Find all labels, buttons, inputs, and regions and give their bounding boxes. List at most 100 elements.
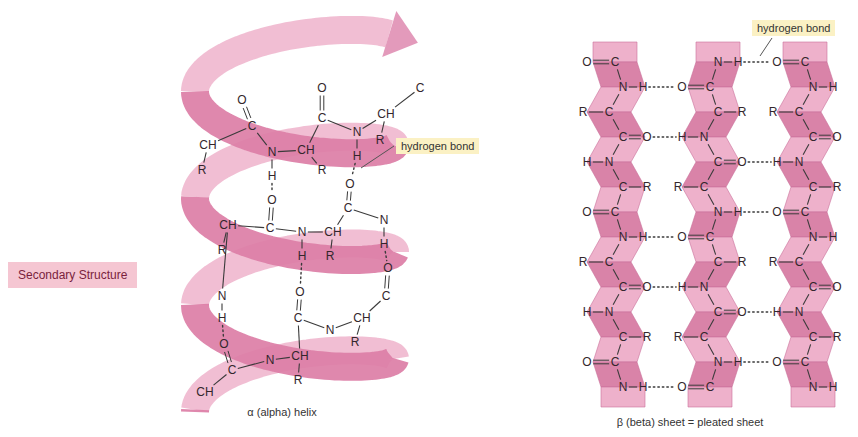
atom-symbol: C <box>809 131 818 143</box>
single-bond <box>363 120 376 128</box>
single-bond <box>803 169 809 179</box>
callout-box: hydrogen bond <box>752 20 835 36</box>
hydrogen-bond-line <box>744 211 771 212</box>
single-bond <box>617 69 620 79</box>
hydrogen-bond-line <box>653 286 676 287</box>
atom-symbol: R <box>738 256 747 268</box>
atom-symbol: N <box>619 231 628 243</box>
atom-symbol: C <box>266 222 275 234</box>
single-bond <box>593 311 603 312</box>
pleat-segment <box>777 287 835 312</box>
double-bond <box>783 360 799 361</box>
double-bond <box>783 60 799 61</box>
single-bond <box>613 169 619 179</box>
double-bond <box>268 207 270 220</box>
single-bond <box>301 240 302 249</box>
hydrogen-bond-line <box>653 136 676 137</box>
atom-symbol: R <box>769 256 778 268</box>
double-bond <box>783 213 799 214</box>
double-bond <box>296 299 298 310</box>
atom-symbol: O <box>737 306 746 318</box>
single-bond <box>819 236 827 237</box>
single-bond <box>338 215 344 224</box>
atom-symbol: N <box>268 146 277 158</box>
single-bond <box>589 111 603 112</box>
atom-symbol: H <box>734 206 743 218</box>
atom-symbol: H <box>353 150 362 162</box>
single-bond <box>708 194 714 204</box>
double-bond <box>225 352 228 363</box>
single-bond <box>383 228 384 237</box>
pleat-segment <box>682 187 740 212</box>
double-bond <box>243 108 247 119</box>
hydrogen-bond-line <box>352 163 355 176</box>
atom-symbol: O <box>677 381 686 393</box>
single-bond <box>238 362 264 369</box>
double-bond <box>300 300 302 311</box>
atom-symbol: H <box>773 156 782 168</box>
hydrogen-bond-line <box>300 263 301 284</box>
atom-symbol: O <box>383 262 392 274</box>
atom-symbol: R <box>833 331 842 343</box>
pleat-segment <box>777 87 835 112</box>
atom-symbol: N <box>605 156 614 168</box>
atom-symbol: C <box>605 256 614 268</box>
single-bond <box>708 144 714 154</box>
single-bond <box>312 157 317 163</box>
single-bond <box>613 119 619 129</box>
single-bond <box>724 111 736 112</box>
single-bond <box>708 119 714 129</box>
double-bond <box>783 210 799 211</box>
atom-symbol: O <box>642 131 651 143</box>
atom-symbol: R <box>643 331 652 343</box>
double-bond <box>346 191 348 200</box>
double-bond <box>350 192 352 201</box>
single-bond <box>629 186 641 187</box>
atom-symbol: O <box>582 356 591 368</box>
single-bond <box>803 144 809 154</box>
double-bond <box>629 285 641 286</box>
single-bond <box>370 301 381 311</box>
single-bond <box>803 269 809 279</box>
atom-symbol: O <box>237 94 246 106</box>
atom-symbol: N <box>795 306 804 318</box>
atom-symbol: R <box>833 181 842 193</box>
atom-symbol: O <box>317 82 326 94</box>
single-bond <box>629 386 637 387</box>
atom-symbol: N <box>809 81 818 93</box>
single-bond <box>257 133 266 145</box>
atom-symbol: O <box>267 194 276 206</box>
pleat-segment <box>777 312 835 337</box>
atom-symbol: N <box>619 81 628 93</box>
pleat-segment <box>587 112 645 137</box>
hydrogen-bond-line <box>649 386 676 387</box>
single-bond <box>783 161 793 162</box>
atom-symbol: H <box>639 81 648 93</box>
single-bond <box>712 69 715 79</box>
double-bond <box>819 285 831 286</box>
atom-symbol: C <box>706 231 715 243</box>
single-bond <box>218 128 246 140</box>
double-bond <box>629 138 641 139</box>
single-bond <box>712 219 715 229</box>
atom-symbol: C <box>344 202 353 214</box>
atom-symbol: C <box>801 206 810 218</box>
atom-symbol: R <box>218 244 227 256</box>
single-bond <box>724 261 736 262</box>
double-bond <box>724 313 736 314</box>
double-bond <box>783 63 799 64</box>
ribbon-art <box>195 11 835 412</box>
pleat-segment <box>777 137 835 162</box>
hydrogen-bond-line <box>748 161 771 162</box>
pleat-segment <box>682 112 740 137</box>
pleat-segment <box>587 287 645 312</box>
atom-symbol: N <box>619 381 628 393</box>
single-bond <box>613 319 619 329</box>
hydrogen-bond-line <box>222 325 224 336</box>
single-bond <box>807 369 810 379</box>
single-bond <box>298 325 299 348</box>
atom-symbol: O <box>295 286 304 298</box>
atom-symbol: R <box>376 134 385 146</box>
single-bond <box>779 111 793 112</box>
